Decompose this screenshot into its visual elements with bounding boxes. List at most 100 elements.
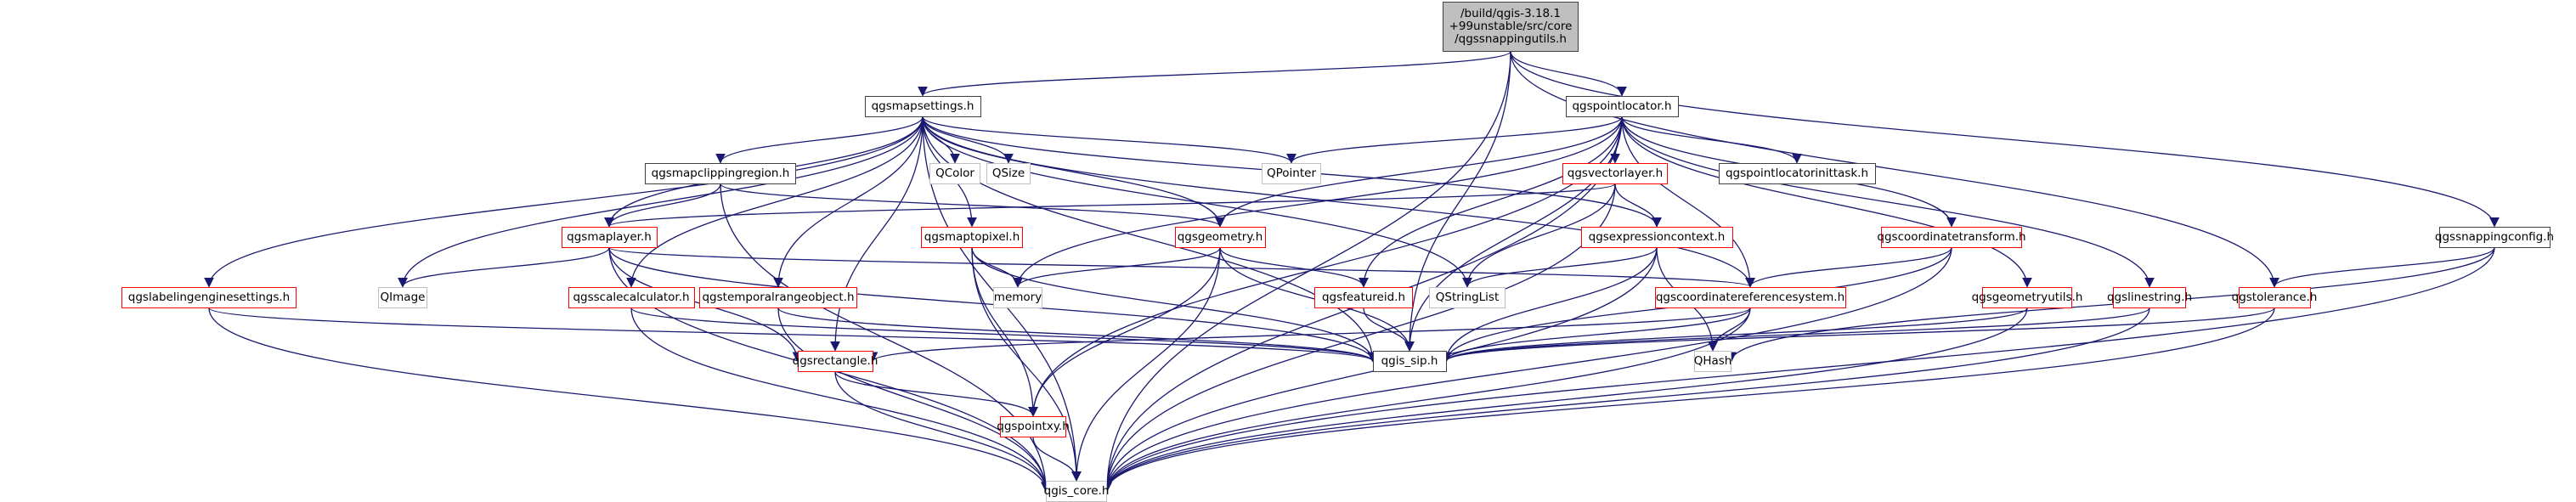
node-qgscoordinatereferencesystem[interactable]: qgscoordinatereferencesystem.h bbox=[1654, 286, 1846, 308]
edge-qgsgeometry-to-memory bbox=[1013, 247, 1221, 288]
edge-qgsgeometry-to-qgspointxy bbox=[1028, 247, 1221, 417]
edge-qgspointlocator-to-qgsgeometryutils bbox=[1621, 116, 2032, 288]
node-qgsmapsettings[interactable]: qgsmapsettings.h bbox=[864, 95, 981, 117]
edge-qgsmapsettings-to-qgslabelingenginesettings bbox=[204, 116, 924, 288]
edge-qgsexpressioncontext-to-qgis_sip bbox=[1441, 247, 1658, 363]
edge-qgscoordinatereferencesystem-to-qgis_sip bbox=[1441, 307, 1751, 363]
edge-qgslinestring-to-qgis_sip bbox=[1441, 307, 2150, 363]
edge-qgstolerance-to-qgis_sip bbox=[1441, 307, 2275, 363]
node-qgstemporalrangeobject[interactable]: qgstemporalrangeobject.h bbox=[699, 286, 857, 308]
node-memory: memory bbox=[993, 286, 1042, 308]
edge-qgspointlocator-to-memory bbox=[1013, 116, 1623, 288]
edge-root-to-qgsmapsettings bbox=[918, 50, 1511, 97]
edge-qgsmapsettings-to-qgscoordinatereferencesystem bbox=[922, 116, 1755, 288]
node-qgssnappingconfig[interactable]: qgssnappingconfig.h bbox=[2435, 226, 2554, 248]
root-line-3: /qgssnappingutils.h bbox=[1455, 31, 1567, 46]
edge-qgssnappingconfig-to-qgstolerance bbox=[2269, 247, 2495, 288]
node-qimage: QImage bbox=[378, 286, 427, 308]
node-qsize: QSize bbox=[986, 162, 1031, 184]
edge-qgsrectangle-to-qgspointxy bbox=[834, 371, 1038, 417]
edge-qgsmapsettings-to-qpointer bbox=[922, 116, 1296, 164]
edge-qgsmapsettings-to-qgsgeometry bbox=[922, 116, 1225, 228]
edge-root-to-qgstolerance bbox=[1510, 51, 2279, 288]
node-qgsvectorlayer[interactable]: qgsvectorlayer.h bbox=[1562, 162, 1668, 184]
node-qgscoordinatetransform[interactable]: qgscoordinatetransform.h bbox=[1877, 226, 2026, 248]
edge-qgsgeometry-to-qgsfeatureid bbox=[1219, 247, 1369, 288]
edge-qgslabelingenginesettings-to-qgis_core bbox=[208, 307, 1051, 493]
edge-qgsmapsettings-to-qgstemporalrangeobject bbox=[773, 116, 924, 288]
root-line-1: /build/qgis-3.18.1 bbox=[1460, 6, 1562, 20]
edge-qgspointlocator-to-qpointer bbox=[1286, 116, 1623, 164]
node-qhash: QHash bbox=[1694, 350, 1731, 372]
edge-qgsmapsettings-to-qgsmapclippingregion bbox=[715, 116, 924, 164]
edge-qgsmapclippingregion-to-qgsgeometry bbox=[720, 183, 1225, 228]
edge-qgscoordinatereferencesystem-to-qgsrectangle bbox=[868, 307, 1751, 363]
node-qstringlist: QStringList bbox=[1429, 286, 1505, 308]
node-qgspointxy[interactable]: qgspointxy.h bbox=[997, 415, 1070, 437]
node-qgsgeometryutils[interactable]: qgsgeometryutils.h bbox=[1972, 286, 2082, 308]
node-qgis-sip[interactable]: qgis_sip.h bbox=[1372, 350, 1447, 372]
edge-qgsmaptopixel-to-qgis_core bbox=[971, 247, 1082, 482]
edge-root-to-qgssnappingconfig bbox=[1510, 51, 2500, 228]
node-root: /build/qgis-3.18.1 +99unstable/src/core … bbox=[1443, 1, 1579, 52]
edge-qgsexpressioncontext-to-qstringlist bbox=[1462, 247, 1658, 288]
node-qgstolerance[interactable]: qgstolerance.h bbox=[2232, 286, 2317, 308]
node-qgslabelingenginesettings[interactable]: qgslabelingenginesettings.h bbox=[121, 286, 297, 308]
edge-qgsrectangle-to-qgis_core bbox=[834, 371, 1051, 493]
node-qgspointlocator[interactable]: qgspointlocator.h bbox=[1565, 95, 1679, 117]
edge-qgsmapsettings-to-qimage bbox=[398, 116, 924, 288]
edge-qgsscalecalculator-to-qgis_sip bbox=[630, 307, 1378, 363]
edge-qgsmapsettings-to-qgis_sip bbox=[922, 116, 1378, 363]
edge-qgscoordinatetransform-to-qgscoordinatereferencesystem bbox=[1745, 247, 1952, 288]
edge-qgstemporalrangeobject-to-qgis_core bbox=[777, 307, 1051, 493]
node-qgsrectangle[interactable]: qgsrectangle.h bbox=[793, 350, 878, 372]
edge-qgscoordinatetransform-to-qgis_core bbox=[1102, 247, 1952, 493]
node-qgsmapclippingregion[interactable]: qgsmapclippingregion.h bbox=[645, 162, 796, 184]
node-qpointer: QPointer bbox=[1262, 162, 1321, 184]
edge-qgsscalecalculator-to-qgis_core bbox=[630, 307, 1051, 493]
edge-qgstolerance-to-qgis_core bbox=[1102, 307, 2275, 493]
node-qgsscalecalculator[interactable]: qgsscalecalculator.h bbox=[568, 286, 695, 308]
edge-qgsgeometryutils-to-qgis_sip bbox=[1441, 307, 2028, 363]
edge-qgspointxy-to-qgis_core bbox=[1032, 437, 1082, 482]
edge-qgsvectorlayer-to-qgsexpressioncontext bbox=[1614, 183, 1662, 228]
edge-qgslabelingenginesettings-to-qgis_sip bbox=[208, 307, 1377, 363]
node-qgsfeatureid[interactable]: qgsfeatureid.h bbox=[1314, 286, 1413, 308]
edge-qgslinestring-to-qgis_core bbox=[1102, 307, 2150, 493]
edge-qgsmapclippingregion-to-qgsmaplayer bbox=[604, 183, 721, 228]
edge-qgsvectorlayer-to-qgsmaplayer bbox=[604, 183, 1616, 228]
edge-qgspointlocator-to-qgslinestring bbox=[1621, 116, 2155, 288]
node-qgspointlocatorinittask[interactable]: qgspointlocatorinittask.h bbox=[1718, 162, 1876, 184]
node-qgsmaptopixel[interactable]: qgsmaptopixel.h bbox=[921, 226, 1023, 248]
edge-qgspointlocator-to-qgspointlocatorinittask bbox=[1621, 116, 1802, 164]
node-qgis-core: qgis_core.h bbox=[1044, 480, 1109, 502]
edges-layer bbox=[204, 50, 2500, 493]
edge-qgsmaplayer-to-qgis_sip bbox=[608, 247, 1378, 363]
edge-qgsgeometry-to-qgis_core bbox=[1071, 247, 1221, 482]
edge-qgssnappingconfig-to-qgis_core bbox=[1102, 247, 2495, 493]
edge-qgsmaptopixel-to-memory bbox=[971, 247, 1023, 288]
edge-qgspointlocator-to-qgis_sip bbox=[1404, 116, 1623, 352]
edge-qgsmapsettings-to-qstringlist bbox=[922, 116, 1472, 288]
edge-root-to-qgis_sip bbox=[1404, 51, 1511, 352]
edge-qgsvectorlayer-to-qstringlist bbox=[1462, 183, 1616, 288]
edge-qgsgeometryutils-to-qgis_core bbox=[1102, 307, 2028, 493]
node-qgsexpressioncontext[interactable]: qgsexpressioncontext.h bbox=[1580, 226, 1733, 248]
edge-qgspointlocator-to-qgsgeometry bbox=[1215, 116, 1623, 228]
edge-qgsmapsettings-to-qgsscalecalculator bbox=[626, 116, 924, 288]
edge-qgsmapsettings-to-qsize bbox=[922, 116, 1014, 164]
edge-qgspointlocator-to-qgscoordinatereferencesystem bbox=[1621, 116, 1755, 288]
node-qgsgeometry[interactable]: qgsgeometry.h bbox=[1174, 226, 1266, 248]
root-line-2: +99unstable/src/core bbox=[1449, 19, 1573, 33]
edge-qgsfeatureid-to-qgis_sip bbox=[1363, 307, 1415, 352]
edge-qgscoordinatereferencesystem-to-qgis_core bbox=[1102, 307, 1751, 493]
edge-root-to-qgspointlocator bbox=[1510, 51, 1627, 97]
edge-qgsmaplayer-to-qgscoordinatereferencesystem bbox=[608, 246, 1755, 288]
node-qgslinestring[interactable]: qgslinestring.h bbox=[2107, 286, 2192, 308]
node-qcolor: QColor bbox=[929, 162, 980, 184]
edge-qgstemporalrangeobject-to-qgis_sip bbox=[777, 307, 1378, 363]
node-qgsmaplayer[interactable]: qgsmaplayer.h bbox=[561, 226, 658, 248]
edge-qgsmaplayer-to-qimage bbox=[398, 247, 610, 288]
edge-qgspointlocator-to-qgsfeatureid bbox=[1359, 116, 1623, 288]
